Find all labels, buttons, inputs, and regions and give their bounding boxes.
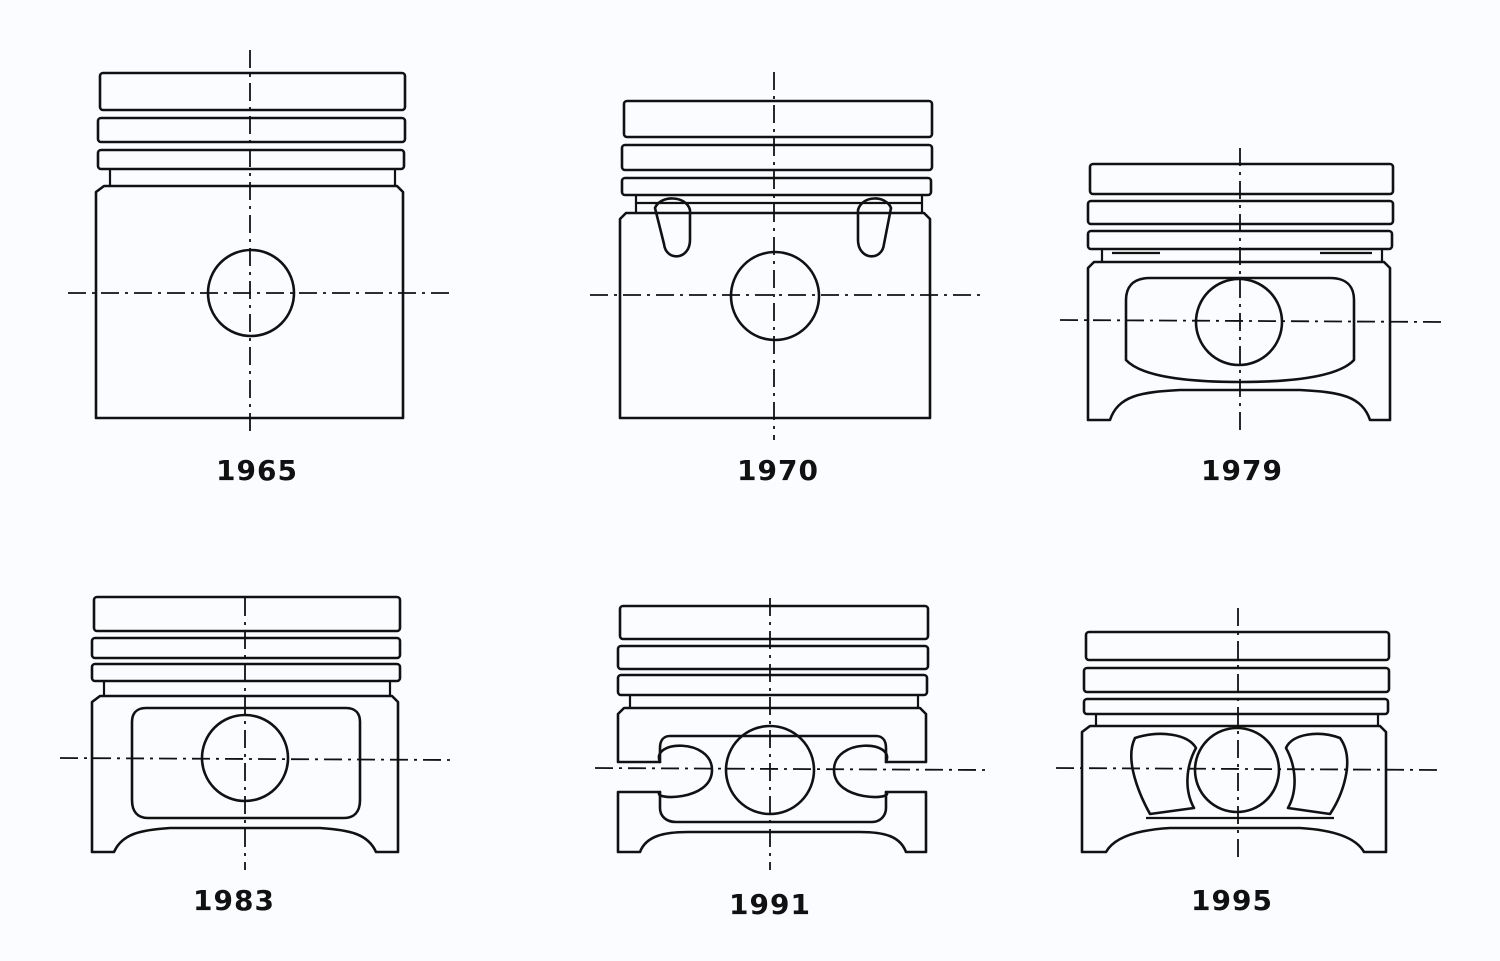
piston-body [94, 184, 405, 420]
piston-1965 [68, 50, 455, 435]
expansion-slot-left [653, 197, 692, 258]
pin-boss-strut-left [1130, 732, 1198, 816]
year-label-1979: 1979 [1201, 454, 1283, 487]
pin-boss [729, 250, 821, 342]
year-label-1970: 1970 [737, 454, 819, 487]
piston-rings [96, 71, 407, 185]
piston-rings [616, 604, 930, 708]
centerlines [590, 72, 985, 440]
piston-body [1080, 724, 1388, 854]
expansion-slot-right [856, 197, 893, 258]
year-label-1991: 1991 [729, 888, 811, 921]
centerlines [1055, 608, 1443, 862]
centerlines [1059, 148, 1446, 430]
year-label-1995: 1995 [1191, 884, 1273, 917]
piston-1970 [590, 72, 985, 440]
piston-1983 [59, 595, 451, 870]
year-label-1983: 1983 [193, 884, 275, 917]
piston-rings [1082, 630, 1391, 726]
piston-body-lower [616, 790, 928, 854]
pin-boss-window [130, 706, 362, 820]
pin-boss [1193, 726, 1281, 814]
centerlines [68, 50, 455, 435]
piston-rings [90, 595, 402, 696]
piston-1991 [594, 598, 986, 870]
piston-body [1086, 260, 1392, 422]
year-label-1965: 1965 [216, 454, 298, 487]
pin-boss-strut-right [1284, 732, 1349, 816]
pin-boss-loop-left [657, 744, 714, 799]
pin-boss [1194, 277, 1284, 367]
piston-1979 [1059, 148, 1446, 430]
piston-body-upper [616, 706, 928, 764]
centerlines [59, 598, 451, 870]
piston-rings [620, 99, 934, 212]
piston-body [618, 211, 932, 420]
pin-boss-loop-right [832, 744, 889, 799]
centerlines [594, 598, 986, 870]
piston-1995 [1055, 608, 1443, 862]
piston-body [90, 694, 400, 854]
